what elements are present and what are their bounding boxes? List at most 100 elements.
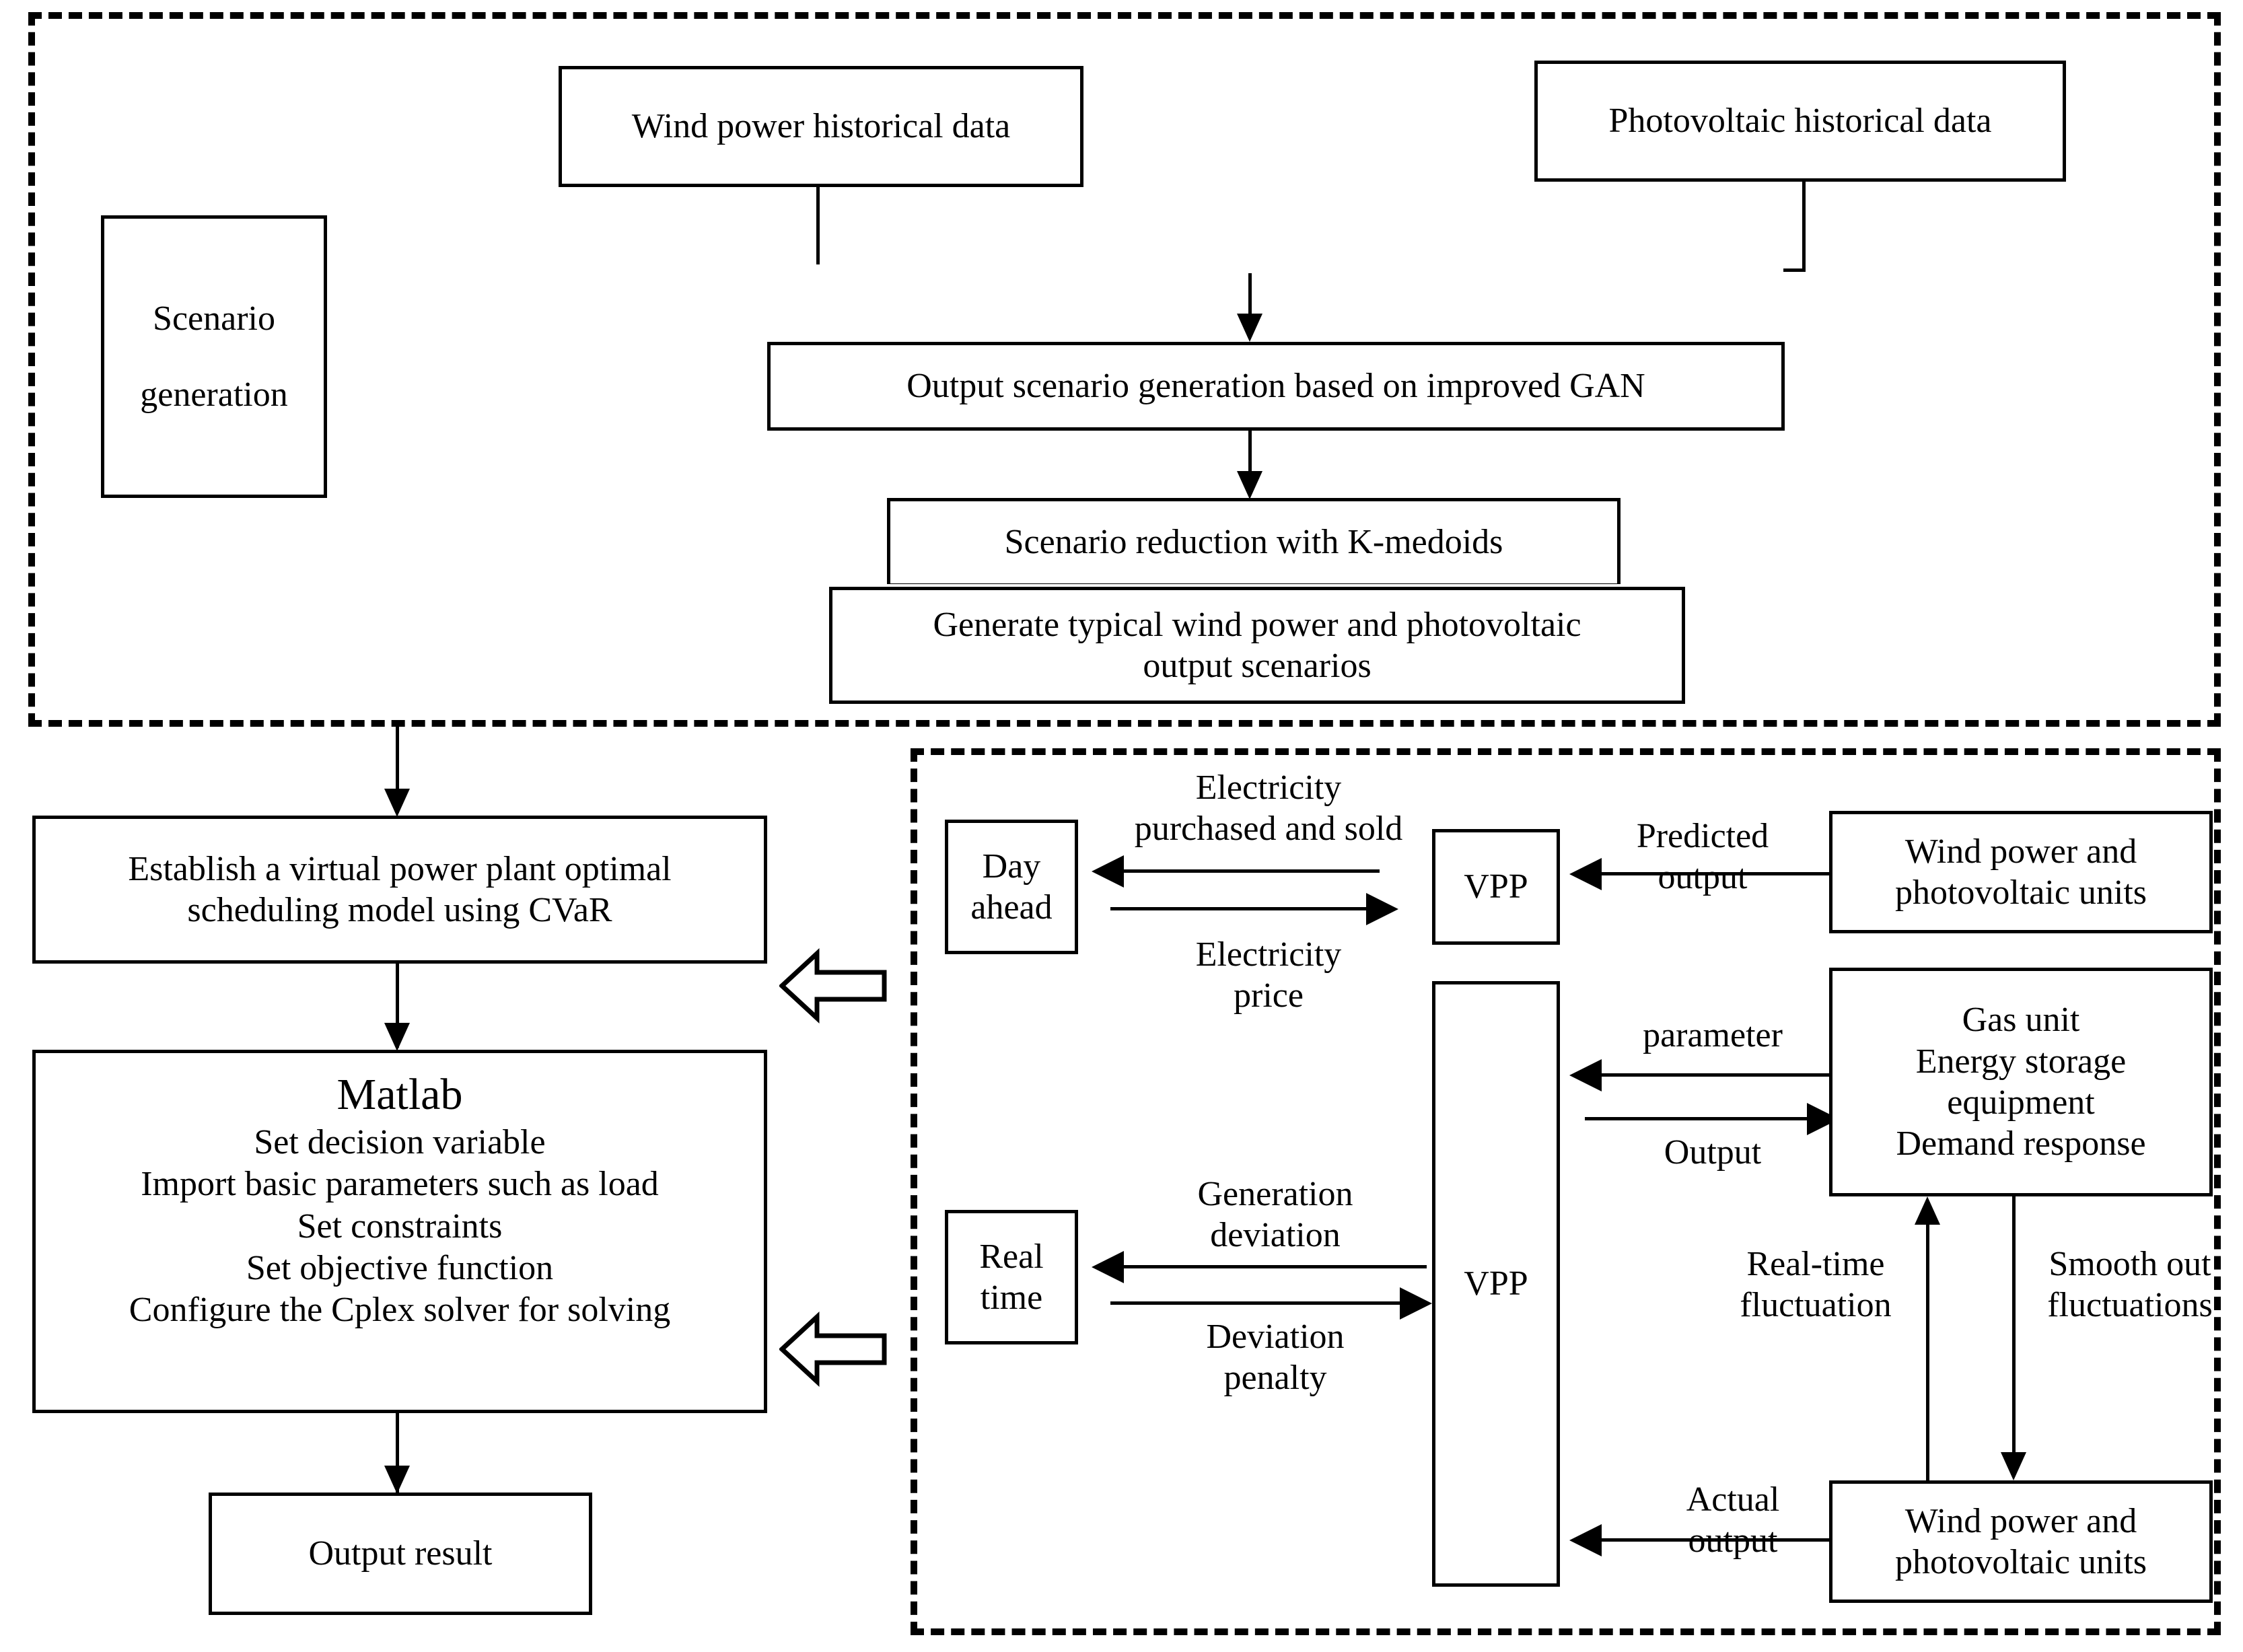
box-typical-output-scenarios: Generate typical wind power and photovol…: [829, 587, 1685, 704]
electricity-purchased-line2: purchased and sold: [1134, 810, 1403, 849]
matlab-step-2: Import basic parameters such as load: [141, 1165, 659, 1204]
electricity-price-line1: Electricity: [1195, 935, 1342, 974]
box-scenario-reduction-kmedoids: Scenario reduction with K-medoids: [887, 498, 1621, 587]
arrowhead-to-kmedoids: [1237, 471, 1262, 499]
scenario-generation-label-line2: generation: [140, 375, 288, 414]
wind-historical-data-label: Wind power historical data: [631, 107, 1011, 146]
edge-resources-to-vpp-line: [1602, 1073, 1837, 1077]
label-predicted-output: Predicted output: [1602, 816, 1804, 898]
box-scenario-generation-gan: Output scenario generation based on impr…: [767, 342, 1785, 431]
box-wind-historical-data: Wind power historical data: [559, 66, 1083, 187]
box-photovoltaic-historical-data: Photovoltaic historical data: [1534, 61, 2066, 182]
establish-line1: Establish a virtual power plant optimal: [128, 849, 672, 888]
generation-deviation-line1: Generation: [1197, 1175, 1353, 1213]
establish-line2: scheduling model using CVaR: [187, 891, 612, 929]
arrowhead-units-bottom-to-vpp: [1569, 1524, 1602, 1556]
vpp-tall-label: VPP: [1464, 1264, 1528, 1303]
real-time-line2: time: [980, 1279, 1043, 1317]
resources-line2: Energy storage: [1915, 1042, 2127, 1081]
parameter-label: parameter: [1643, 1016, 1783, 1054]
label-smooth-out-fluctuations: Smooth out fluctuations: [2026, 1244, 2234, 1326]
wind-pv-units-top-line1: Wind power and: [1904, 832, 2137, 871]
wind-pv-units-bottom-line1: Wind power and: [1904, 1501, 2137, 1540]
edge-dayahead-to-vpp-line: [1110, 907, 1366, 910]
vpp-market-dashed-frame: [911, 748, 2221, 1635]
box-output-result: Output result: [209, 1493, 592, 1615]
arrowhead-to-output-result: [384, 1466, 410, 1494]
actual-output-line1: Actual: [1686, 1480, 1780, 1519]
arrowhead-units-to-vpp: [1569, 858, 1602, 890]
deviation-penalty-line1: Deviation: [1206, 1318, 1345, 1356]
edge-vpp-to-resources-line: [1585, 1117, 1820, 1120]
resources-line1: Gas unit: [1962, 1001, 2080, 1040]
connector-wind-down: [816, 187, 820, 271]
connector-pv-down: [1802, 182, 1806, 271]
gan-label: Output scenario generation based on impr…: [906, 367, 1645, 406]
arrowhead-to-matlab: [384, 1023, 410, 1051]
real-time-fluctuation-line2: fluctuation: [1740, 1286, 1892, 1325]
electricity-purchased-line1: Electricity: [1195, 768, 1342, 807]
connector-frame-to-establish: [396, 725, 399, 813]
output-label: Output: [1664, 1133, 1762, 1172]
deviation-penalty-line2: penalty: [1223, 1359, 1327, 1398]
label-electricity-purchased-and-sold: Electricity purchased and sold: [1097, 767, 1440, 850]
scenario-generation-label-line1: Scenario: [153, 299, 275, 338]
electricity-price-line2: price: [1234, 976, 1304, 1015]
box-wind-pv-units-top: Wind power and photovoltaic units: [1829, 811, 2213, 933]
wind-pv-units-bottom-line2: photovoltaic units: [1894, 1543, 2147, 1581]
box-vpp-day-ahead: VPP: [1432, 829, 1560, 945]
label-actual-output: Actual output: [1635, 1479, 1830, 1562]
edge-units-to-vpp-line: [1602, 872, 1837, 875]
box-real-time: Real time: [945, 1210, 1078, 1344]
label-generation-deviation: Generation deviation: [1131, 1174, 1420, 1256]
edge-units-to-resources-line: [1926, 1225, 1929, 1480]
edge-vpp-to-realtime-line: [1124, 1265, 1427, 1268]
box-establish-vpp-model: Establish a virtual power plant optimal …: [32, 816, 767, 964]
box-vpp-tall: VPP: [1432, 981, 1560, 1587]
box-wind-pv-units-bottom: Wind power and photovoltaic units: [1829, 1480, 2213, 1603]
label-deviation-penalty: Deviation penalty: [1131, 1316, 1420, 1399]
label-real-time-fluctuation: Real-time fluctuation: [1715, 1244, 1917, 1326]
output-result-label: Output result: [308, 1534, 493, 1573]
wind-pv-units-top-line2: photovoltaic units: [1894, 873, 2147, 912]
resources-line4: Demand response: [1896, 1124, 2146, 1163]
day-ahead-line1: Day: [982, 847, 1041, 886]
photovoltaic-historical-data-label: Photovoltaic historical data: [1608, 102, 1992, 141]
connector-establish-to-matlab: [396, 964, 399, 1048]
matlab-step-3: Set constraints: [297, 1207, 503, 1246]
vpp-top-label: VPP: [1464, 867, 1528, 906]
scenario-generation-dashed-frame: [28, 12, 2221, 727]
predicted-output-line2: output: [1658, 858, 1748, 897]
typical-scenarios-line2: output scenarios: [1143, 647, 1372, 685]
matlab-step-4: Set objective function: [246, 1249, 554, 1288]
day-ahead-line2: ahead: [970, 888, 1053, 927]
arrowhead-resources-to-units: [2001, 1452, 2026, 1480]
real-time-line1: Real: [979, 1237, 1044, 1276]
box-scenario-generation-label: Scenario generation: [101, 215, 327, 498]
smooth-out-line2: fluctuations: [2047, 1286, 2213, 1325]
edge-vpp-to-dayahead-line: [1124, 869, 1380, 873]
kmedoids-label: Scenario reduction with K-medoids: [1004, 523, 1503, 562]
matlab-title: Matlab: [336, 1070, 463, 1119]
arrowhead-realtime-to-vpp: [1400, 1287, 1432, 1320]
box-gan: [769, 266, 1782, 271]
arrowhead-to-establish: [384, 789, 410, 817]
smooth-out-line1: Smooth out: [2049, 1245, 2211, 1283]
predicted-output-line1: Predicted: [1636, 817, 1769, 855]
block-arrow-lower: [778, 1305, 887, 1393]
arrowhead-units-to-resources: [1915, 1196, 1940, 1225]
label-parameter: parameter: [1608, 1015, 1817, 1056]
arrowhead-to-gan: [1237, 314, 1262, 342]
box-dispatchable-resources: Gas unit Energy storage equipment Demand…: [1829, 968, 2213, 1196]
real-time-fluctuation-line1: Real-time: [1746, 1245, 1885, 1283]
generation-deviation-line2: deviation: [1210, 1216, 1341, 1255]
connector-merge-to-gan: [1248, 268, 1252, 326]
matlab-step-5: Configure the Cplex solver for solving: [129, 1291, 671, 1330]
arrowhead-vpp-to-dayahead: [1092, 855, 1124, 888]
edge-units-bottom-to-vpp-line: [1602, 1538, 1830, 1542]
typical-scenarios-line1: Generate typical wind power and photovol…: [933, 605, 1581, 644]
matlab-step-1: Set decision variable: [254, 1122, 546, 1161]
box-day-ahead: Day ahead: [945, 820, 1078, 954]
connector-matlab-to-output: [396, 1413, 399, 1493]
